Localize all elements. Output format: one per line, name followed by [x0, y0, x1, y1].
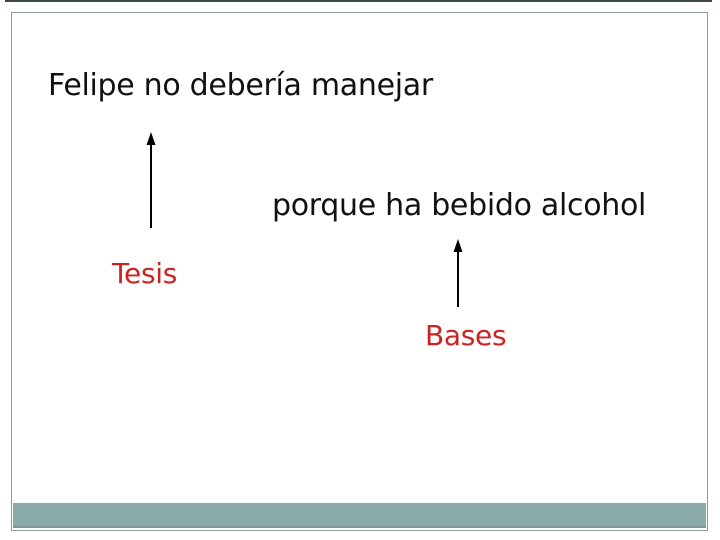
- bottom-accent-band: [13, 503, 706, 528]
- reason-text: porque ha bebido alcohol: [272, 188, 647, 223]
- up-arrow-tesis-icon: [146, 132, 156, 228]
- slide: Felipe no debería manejar porque ha bebi…: [11, 12, 708, 531]
- claim-text: Felipe no debería manejar: [48, 68, 433, 103]
- bases-label: Bases: [425, 319, 507, 352]
- tesis-label: Tesis: [112, 257, 178, 290]
- top-edge-line: [5, 0, 712, 2]
- up-arrow-bases-icon: [453, 239, 463, 307]
